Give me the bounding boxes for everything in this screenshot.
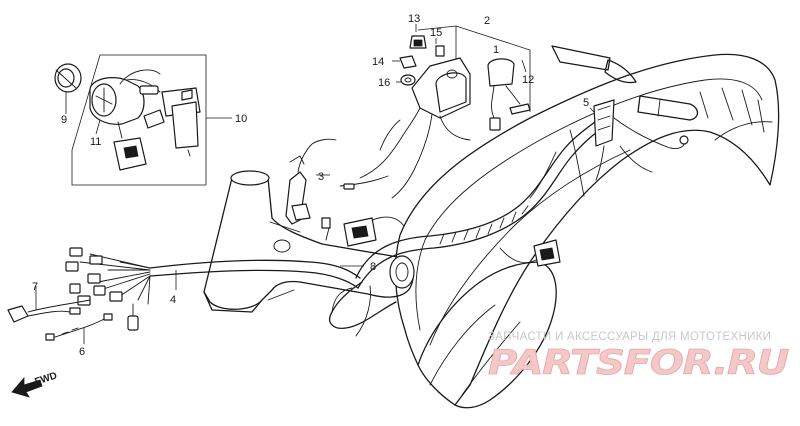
bulb-socket-7: [7, 299, 91, 323]
callout-5: 5: [583, 97, 589, 109]
callout-labels: 1 2 3 4 5 6 7 8 9 10 11 12 13 14 15 16: [32, 13, 589, 358]
wire-harness: [79, 117, 607, 337]
fwd-arrow-icon: [11, 376, 43, 398]
ignition-coil-assembly: [359, 25, 531, 199]
callout-3: 3: [318, 171, 324, 183]
callout-13: 13: [408, 13, 420, 25]
wire-6: [45, 313, 113, 341]
callout-4: 4: [170, 294, 176, 306]
harness-connectors-left: [65, 247, 139, 331]
leader-lines: [35, 24, 595, 344]
callout-7: 7: [32, 281, 38, 293]
callout-2: 2: [484, 15, 490, 27]
callout-14: 14: [372, 56, 384, 68]
callout-8: 8: [370, 261, 376, 273]
watermark-logo: PARTSFOR.RU: [488, 343, 788, 383]
plug-cap-3: [285, 138, 389, 225]
ignition-switch-assembly: [54, 54, 207, 186]
callout-15: 15: [430, 27, 442, 39]
callout-10: 10: [235, 113, 247, 125]
watermark: ЗАПЧАСТИ И АКСЕССУАРЫ ДЛЯ МОТОТЕХНИКИ PA…: [488, 331, 790, 383]
callout-11: 11: [90, 136, 101, 148]
frame-tube: [203, 170, 415, 313]
callout-1: 1: [493, 44, 499, 56]
fwd-direction-indicator: FWD: [11, 370, 59, 398]
callout-9: 9: [61, 114, 67, 126]
watermark-caption: ЗАПЧАСТИ И АКСЕССУАРЫ ДЛЯ МОТОТЕХНИКИ: [488, 331, 771, 343]
callout-12: 12: [522, 74, 534, 86]
callout-6: 6: [79, 346, 85, 358]
center-connectors: [321, 99, 689, 267]
frame-fender: [394, 45, 780, 409]
callout-16: 16: [378, 77, 390, 89]
fwd-label: FWD: [34, 370, 59, 388]
